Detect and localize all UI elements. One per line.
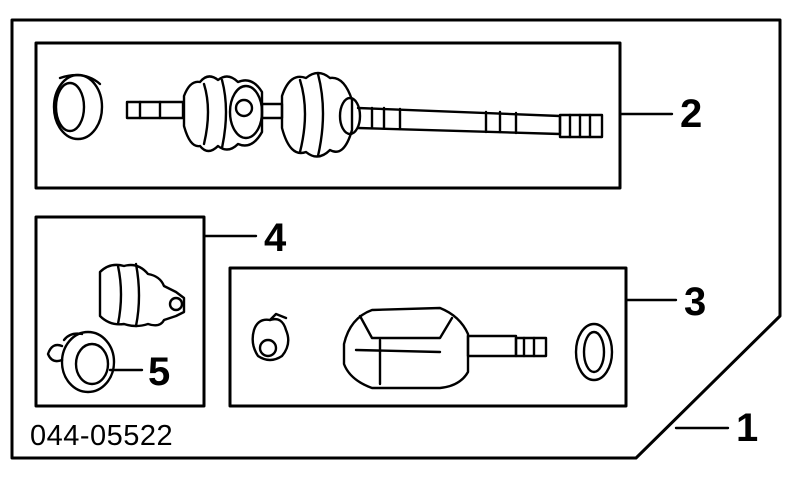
callout-4: 4 [264,216,287,260]
callout-2: 2 [680,92,703,136]
callout-1: 1 [736,406,759,450]
outer-assembly-outline [10,18,782,460]
inner-joint-illustration [251,306,614,390]
callout-5: 5 [148,350,171,394]
boot-kit-box [34,215,206,408]
inner-joint-box [228,266,628,408]
part-number-label: 044-05522 [30,420,174,452]
axle-shaft-illustration [52,71,604,158]
boot-kit-illustration [46,262,186,394]
callout-3: 3 [684,280,707,324]
axle-shaft-box [34,41,622,190]
